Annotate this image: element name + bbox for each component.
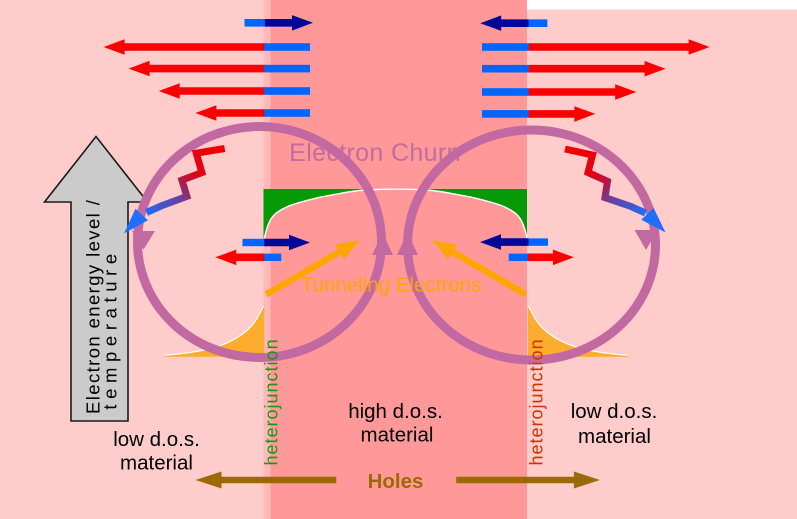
svg-text:Holes: Holes xyxy=(368,470,424,493)
svg-text:heterojunction: heterojunction xyxy=(262,338,282,465)
svg-text:high d.o.s.: high d.o.s. xyxy=(348,400,443,423)
svg-text:material: material xyxy=(578,425,651,448)
svg-text:low d.o.s.: low d.o.s. xyxy=(113,428,200,451)
svg-text:low d.o.s.: low d.o.s. xyxy=(571,400,658,423)
svg-text:material: material xyxy=(120,452,193,475)
svg-text:heterojunction: heterojunction xyxy=(527,338,547,465)
svg-text:Tunneling Electrons: Tunneling Electrons xyxy=(301,274,481,297)
svg-text:Electron energy level /: Electron energy level / xyxy=(82,199,103,414)
svg-text:material: material xyxy=(361,424,434,447)
svg-text:temperature: temperature xyxy=(100,248,121,409)
